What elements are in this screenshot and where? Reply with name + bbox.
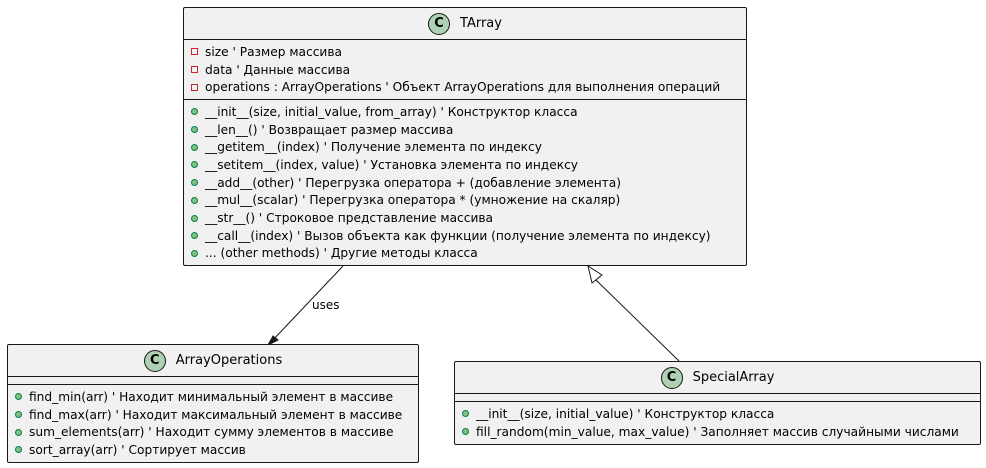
method-text: __len__() ' Возвращает размер массива <box>205 122 454 137</box>
class-specialarray[interactable]: C SpecialArray __init__(size, initial_va… <box>454 361 981 445</box>
class-name: TArray <box>460 16 502 31</box>
method-row: __str__() ' Строковое представление масс… <box>184 209 746 227</box>
uses-label: uses <box>312 298 340 312</box>
method-text: sort_array(arr) ' Сортирует массив <box>29 442 246 457</box>
class-header: C TArray <box>184 8 746 40</box>
public-icon <box>191 214 198 222</box>
public-icon <box>191 161 198 169</box>
method-text: __str__() ' Строковое представление масс… <box>205 211 494 226</box>
method-row: ... (other methods) ' Другие методы клас… <box>184 245 746 263</box>
method-text: __call__(index) ' Вызов объекта как функ… <box>205 228 711 243</box>
method-text: __mul__(scalar) ' Перегрузка оператора *… <box>205 193 621 208</box>
class-icon: C <box>143 349 166 372</box>
method-row: __mul__(scalar) ' Перегрузка оператора *… <box>184 192 746 210</box>
method-text: fill_random(min_value, max_value) ' Запо… <box>476 424 959 439</box>
field-row: data ' Данные массива <box>184 61 746 79</box>
fields-section <box>8 377 418 385</box>
method-row: __call__(index) ' Вызов объекта как функ… <box>184 227 746 245</box>
class-icon: C <box>428 12 451 35</box>
method-text: __setitem__(index, value) ' Установка эл… <box>205 157 578 172</box>
class-header: C ArrayOperations <box>8 345 418 377</box>
uses-arrowhead <box>266 335 279 347</box>
public-icon <box>15 446 22 454</box>
method-row: __setitem__(index, value) ' Установка эл… <box>184 156 746 174</box>
methods-section: __init__(size, initial_value, from_array… <box>184 100 746 265</box>
public-icon <box>191 126 198 134</box>
method-text: __init__(size, initial_value) ' Конструк… <box>476 406 775 421</box>
class-arrayoperations[interactable]: C ArrayOperations find_min(arr) ' Находи… <box>7 344 419 463</box>
methods-section: __init__(size, initial_value) ' Конструк… <box>455 402 980 443</box>
class-header: C SpecialArray <box>455 362 980 394</box>
class-tarray[interactable]: C TArray size ' Размер массива data ' Да… <box>183 7 747 266</box>
method-text: find_min(arr) ' Находит минимальный элем… <box>29 389 394 404</box>
method-text: ... (other methods) ' Другие методы клас… <box>205 246 478 261</box>
public-icon <box>15 411 22 419</box>
class-name: SpecialArray <box>692 370 775 385</box>
public-icon <box>15 393 22 401</box>
method-text: __getitem__(index) ' Получение элемента … <box>205 140 542 155</box>
method-row: __getitem__(index) ' Получение элемента … <box>184 138 746 156</box>
inheritance-arrowhead <box>587 264 603 284</box>
methods-section: find_min(arr) ' Находит минимальный элем… <box>8 385 418 462</box>
method-row: __len__() ' Возвращает размер массива <box>184 121 746 139</box>
method-row: __add__(other) ' Перегрузка оператора + … <box>184 174 746 192</box>
method-row: __init__(size, initial_value, from_array… <box>184 103 746 121</box>
private-icon <box>191 66 198 74</box>
public-icon <box>191 143 198 151</box>
class-name: ArrayOperations <box>175 353 283 368</box>
fields-section <box>455 394 980 402</box>
public-icon <box>191 232 198 240</box>
method-text: __init__(size, initial_value, from_array… <box>205 104 578 119</box>
fields-section: size ' Размер массива data ' Данные масс… <box>184 40 746 101</box>
method-text: find_max(arr) ' Находит максимальный эле… <box>29 407 403 422</box>
method-row: sort_array(arr) ' Сортирует массив <box>8 441 418 459</box>
public-icon <box>15 428 22 436</box>
public-icon <box>191 249 198 257</box>
public-icon <box>191 179 198 187</box>
private-icon <box>191 83 198 91</box>
method-text: sum_elements(arr) ' Находит сумму элемен… <box>29 425 394 440</box>
field-text: data ' Данные массива <box>205 62 351 77</box>
method-row: __init__(size, initial_value) ' Конструк… <box>455 405 980 423</box>
method-row: find_min(arr) ' Находит минимальный элем… <box>8 388 418 406</box>
public-icon <box>462 410 469 418</box>
method-row: find_max(arr) ' Находит максимальный эле… <box>8 406 418 424</box>
uses-edge <box>271 265 344 342</box>
method-row: sum_elements(arr) ' Находит сумму элемен… <box>8 423 418 441</box>
public-icon <box>462 428 469 436</box>
field-row: size ' Размер массива <box>184 43 746 61</box>
public-icon <box>191 196 198 204</box>
class-icon: C <box>660 366 683 389</box>
field-text: size ' Размер массива <box>205 44 342 59</box>
method-row: fill_random(min_value, max_value) ' Запо… <box>455 423 980 441</box>
public-icon <box>191 108 198 116</box>
field-text: operations : ArrayOperations ' Объект Ar… <box>205 80 721 95</box>
method-text: __add__(other) ' Перегрузка оператора + … <box>205 175 621 190</box>
field-row: operations : ArrayOperations ' Объект Ar… <box>184 78 746 96</box>
inheritance-edge <box>594 278 680 362</box>
private-icon <box>191 48 198 56</box>
